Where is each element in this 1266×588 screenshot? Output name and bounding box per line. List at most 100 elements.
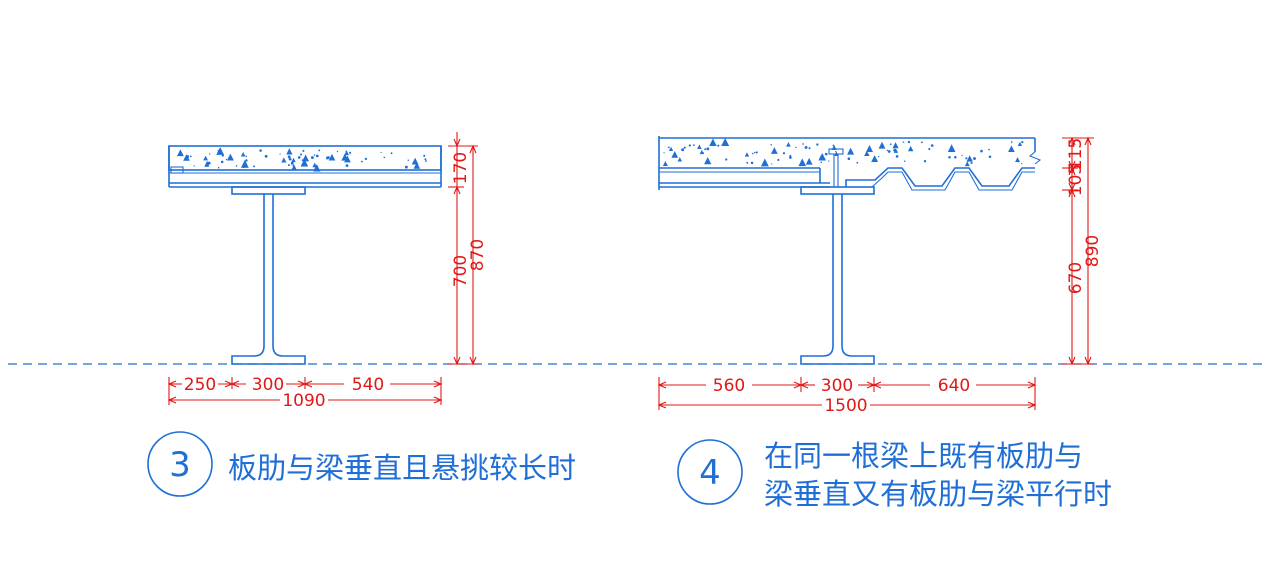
aggregate-speck [746,161,749,164]
dim-170: 170 [451,152,471,184]
aggregate-speck [886,149,889,152]
aggregate-speck [795,146,797,149]
aggregate-speck [771,163,773,165]
dim-870: 870 [468,239,488,271]
aggregate-speck [668,146,674,151]
aggregate-speck [302,149,305,152]
detail-4-section [658,136,1042,365]
dim-300: 300 [252,375,284,395]
detail-3-circle [147,431,213,497]
aggregate-speck [404,165,408,169]
detail-4-caption-line1: 在同一根梁上既有板肋与 [764,439,1083,473]
aggregate-speck [988,148,990,151]
aggregate-speck [1015,157,1021,163]
aggregate-speck [176,149,184,157]
aggregate-speck [318,149,321,152]
aggregate-speck [235,165,238,167]
dim-250: 250 [184,375,216,395]
aggregate-speck [948,155,951,159]
dim-300: 300 [821,376,853,396]
aggregate-speck [902,141,905,143]
aggregate-speck [413,162,421,169]
aggregate-speck [663,152,665,154]
aggregate-speck [300,158,309,167]
aggregate-speck [887,150,891,153]
aggregate-speck [245,155,248,158]
aggregate-speck [297,156,301,159]
aggregate-speck [704,156,712,165]
aggregate-speck [286,148,293,155]
aggregate-speck [770,147,778,154]
dim-700: 700 [451,255,471,287]
aggregate-speck [242,166,245,169]
aggregate-speck [1010,141,1013,143]
detail-3-dimensions: 170 700 870 250 300 540 1090 [167,132,488,411]
aggregate-speck [336,150,339,153]
dim-115: 115 [1066,138,1086,170]
aggregate-speck [245,159,248,162]
aggregate-speck [313,154,316,156]
aggregate-speck [693,144,695,147]
aggregate-speck [816,143,819,146]
aggregate-speck [717,144,720,147]
aggregate-speck [818,155,824,160]
aggregate-speck [424,158,427,161]
aggregate-speck [878,141,886,149]
concrete-aggregate [662,138,1024,167]
dim-640: 640 [938,376,970,396]
aggregate-speck [360,160,363,163]
detail-4-number: 4 [699,453,721,493]
aggregate-speck [697,144,702,149]
dim-560: 560 [713,376,745,396]
aggregate-speck [220,160,224,164]
aggregate-speck [827,160,830,162]
aggregate-speck [226,153,234,161]
aggregate-speck [299,153,303,156]
aggregate-speck [699,149,704,155]
dim-670: 670 [1066,262,1086,294]
aggregate-speck [805,157,813,165]
aggregate-speck [893,148,899,153]
aggregate-speck [834,151,839,156]
aggregate-speck [287,164,290,167]
aggregate-speck [871,155,879,162]
aggregate-speck [947,144,956,152]
aggregate-speck [1020,162,1023,165]
aggregate-speck [889,143,892,146]
aggregate-speck [349,151,352,154]
aggregate-speck [895,155,899,158]
aggregate-speck [782,152,786,155]
aggregate-speck [186,155,190,159]
aggregate-speck [281,157,287,163]
aggregate-speck [203,155,209,161]
aggregate-speck [407,159,410,161]
aggregate-speck [903,160,906,162]
aggregate-speck [1008,145,1015,153]
aggregate-speck [820,161,822,164]
aggregate-speck [744,152,750,157]
aggregate-speck [279,153,281,155]
dim-1090: 1090 [282,391,325,411]
aggregate-speck [760,158,769,167]
aggregate-speck [802,143,804,145]
steel-i-beam-top-flange [800,186,875,195]
aggregate-speck [877,155,880,158]
aggregate-speck [831,145,837,151]
aggregate-speck [966,155,973,162]
aggregate-speck [804,146,808,149]
aggregate-speck [988,155,992,159]
aggregate-speck [240,159,249,168]
aggregate-speck [789,156,792,159]
aggregate-speck [207,161,211,165]
aggregate-speck [259,149,262,152]
aggregate-speck [291,164,297,171]
aggregate-speck [287,155,291,159]
detail-3-number: 3 [169,445,191,485]
aggregate-speck [253,165,255,168]
profiled-deck [845,167,1035,187]
aggregate-speck [706,147,710,151]
aggregate-speck [240,151,246,157]
aggregate-speck [264,154,268,158]
aggregate-speck [364,157,368,161]
dim-105: 105 [1066,164,1086,196]
